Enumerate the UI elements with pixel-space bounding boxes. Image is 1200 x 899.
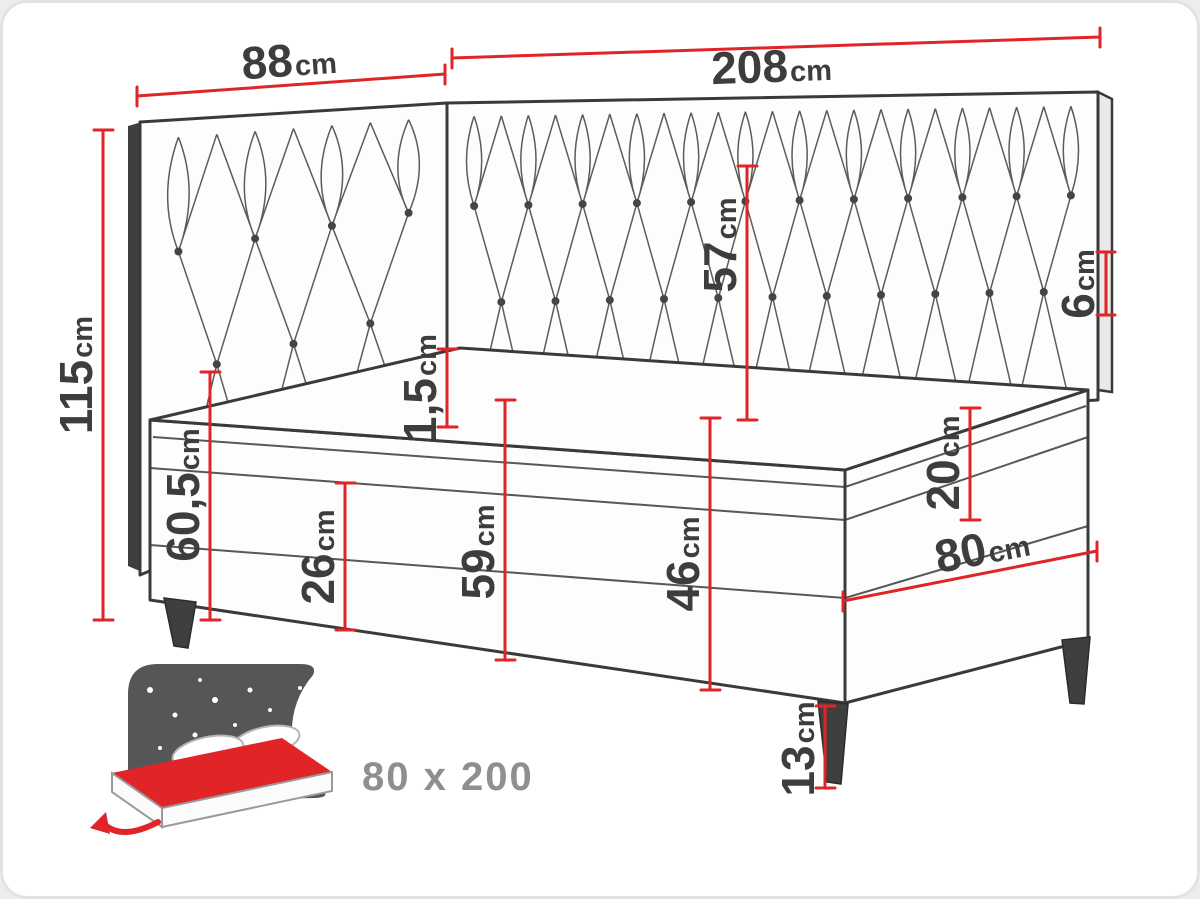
dim-line-80cm xyxy=(841,540,1099,613)
headboard-tufting-side xyxy=(166,119,421,525)
dimension-lines xyxy=(92,26,1117,790)
dim-label-208cm: 208cm xyxy=(710,38,832,94)
dim-line-46cm xyxy=(699,416,722,692)
dim-label-88cm: 88cm xyxy=(240,31,338,90)
dim-line-20cm xyxy=(959,406,982,522)
dim-label-80cm: 80cm xyxy=(930,514,1033,583)
icon-mattress-side-front xyxy=(161,770,333,829)
dim-label-60-5cm: 60,5cm xyxy=(157,428,209,561)
dim-line-208cm xyxy=(450,26,1102,70)
storage-bed-icon: 80 x 200 xyxy=(90,664,534,835)
dimension-labels: 88cm 208cm 115cm 57cm 6cm 1,5cm 60,5cm 2… xyxy=(50,31,1104,797)
dim-line-1-5cm xyxy=(436,347,459,429)
dim-label-46cm: 46cm xyxy=(657,516,709,611)
dim-line-88cm xyxy=(135,63,447,108)
dim-line-59cm xyxy=(494,398,517,662)
dim-label-26cm: 26cm xyxy=(292,509,344,604)
icon-mattress-top xyxy=(112,738,332,808)
dim-label-115cm: 115cm xyxy=(50,316,102,434)
headboard-tufting-back xyxy=(465,105,1080,421)
dim-line-115cm xyxy=(92,128,115,622)
dim-line-13cm xyxy=(814,704,837,790)
dim-label-20cm: 20cm xyxy=(917,415,969,510)
headboard-edge-strip xyxy=(1096,89,1114,394)
dim-label-13cm: 13cm xyxy=(772,701,824,796)
topper-seam xyxy=(152,405,1087,489)
bed-leg-left xyxy=(163,597,197,649)
base-seam xyxy=(149,525,1089,600)
dim-label-1-5cm: 1,5cm xyxy=(394,334,446,442)
dim-line-26cm xyxy=(334,481,357,632)
bed-leg-back-right xyxy=(1061,636,1091,705)
icon-open-arrow-head xyxy=(90,812,110,834)
dim-line-6cm xyxy=(1095,250,1117,317)
dim-label-6cm: 6cm xyxy=(1052,249,1104,319)
dim-line-60-5cm xyxy=(199,370,222,622)
dim-line-57cm xyxy=(736,164,759,422)
dim-label-59cm: 59cm xyxy=(452,504,504,599)
size-label: 80 x 200 xyxy=(362,755,534,799)
mattress-top xyxy=(148,346,1090,472)
dim-label-57cm: 57cm xyxy=(694,197,746,292)
mattress-bottom-seam xyxy=(149,436,1089,522)
